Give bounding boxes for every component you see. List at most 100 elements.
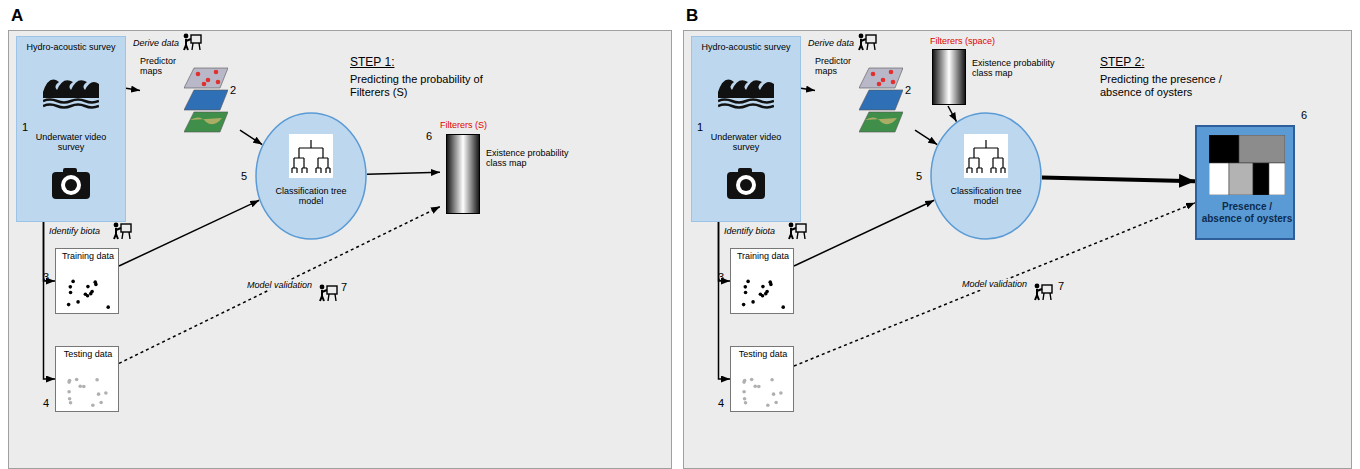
annotation: Predicting the presence / absence of oys… xyxy=(1100,73,1260,98)
flow-arrow xyxy=(915,130,937,144)
node-label: Classification tree model xyxy=(271,186,351,207)
map-dot xyxy=(889,70,894,75)
text-slot: Hydro-acoustic survey xyxy=(701,42,791,52)
probability-map: Filterers (S)Existence probability class… xyxy=(440,120,590,220)
model-ellipse: Classification tree model5 xyxy=(930,112,1042,240)
text-slot: 3 xyxy=(43,271,53,284)
sample-dot xyxy=(753,385,757,389)
text-slot: 5 xyxy=(916,170,926,183)
label-slot: 7 xyxy=(1058,280,1068,293)
map-dot xyxy=(196,72,201,77)
dots-art xyxy=(737,375,789,409)
sample-dot xyxy=(772,392,776,396)
sample-dot xyxy=(67,303,71,307)
sample-dot xyxy=(751,300,755,304)
sample-dot xyxy=(743,379,747,383)
person-icon xyxy=(114,223,131,239)
sample-dot xyxy=(86,285,90,289)
text-slot: Testing data xyxy=(733,349,793,359)
edge-label: Model validation xyxy=(245,280,314,290)
sample-dot xyxy=(99,401,103,405)
class-cell xyxy=(1269,163,1285,195)
sample-dot xyxy=(71,280,75,284)
sample-dot xyxy=(97,392,101,396)
survey-item: Hydro-acoustic survey xyxy=(16,40,126,120)
label-slot: Identify biota xyxy=(724,226,786,236)
text-slot: Presence / absence of oysters xyxy=(1201,201,1293,224)
flow-arrow xyxy=(44,220,56,379)
callout-number: 7 xyxy=(341,281,351,294)
sample-dot xyxy=(68,397,72,401)
output-box: Presence / absence of oysters6 xyxy=(1195,125,1295,240)
node-label: Training data xyxy=(58,251,118,261)
text-slot: Training data xyxy=(733,251,793,261)
node-label: Underwater video survey xyxy=(701,132,791,153)
sample-dot xyxy=(67,390,71,394)
tree-icon xyxy=(967,140,1005,173)
sample-dot xyxy=(746,280,750,284)
node-label: Predictor maps xyxy=(815,56,859,77)
step-heading: STEP 1: xyxy=(350,56,430,70)
annotation: Identify biota xyxy=(49,226,111,236)
maps-art xyxy=(184,60,228,136)
sample-dot xyxy=(76,300,80,304)
label-slot: STEP 2: xyxy=(1100,56,1180,70)
tree-frame xyxy=(964,134,1008,178)
sample-dot xyxy=(75,378,79,382)
sample-dot xyxy=(742,303,746,307)
map-dot xyxy=(871,72,876,77)
person-icon xyxy=(859,34,876,50)
node-label: Predictor maps xyxy=(140,56,184,77)
map-stack: Predictor maps 2 xyxy=(815,56,915,140)
label-slot: Derive data xyxy=(808,38,868,48)
sample-dot xyxy=(742,390,746,394)
node-label: Existence probability class map xyxy=(972,58,1072,79)
survey-box: 1Hydro-acoustic surveyUnderwater video s… xyxy=(691,36,801,222)
text-slot: Underwater video survey xyxy=(26,132,116,153)
text-slot: Testing data xyxy=(58,349,118,359)
tree-frame xyxy=(289,134,333,178)
validation-arrow xyxy=(119,207,440,364)
map-land xyxy=(190,117,222,124)
waves-art xyxy=(718,70,774,112)
camera-lens xyxy=(61,175,81,195)
text-slot: 2 xyxy=(905,84,917,97)
camera-art xyxy=(51,166,91,200)
grad-art xyxy=(932,49,966,105)
wave-line xyxy=(43,105,99,108)
dots-art xyxy=(737,277,789,311)
map-layer xyxy=(184,68,228,88)
label-slot: STEP 1: xyxy=(350,56,430,70)
callout-number: 4 xyxy=(718,397,728,410)
camera-body xyxy=(727,172,765,199)
callout-number: 3 xyxy=(43,271,53,284)
model-ellipse: Classification tree model5 xyxy=(255,112,367,240)
dots-art xyxy=(62,277,114,311)
text-slot: Hydro-acoustic survey xyxy=(26,42,116,52)
wave-shape xyxy=(43,80,99,98)
callout-number: 2 xyxy=(230,84,242,97)
camera-art xyxy=(726,166,766,200)
survey-box: 1Hydro-acoustic surveyUnderwater video s… xyxy=(16,36,126,222)
node-label: Filterers (space) xyxy=(930,36,1030,46)
data-box: Testing data4 xyxy=(55,346,119,412)
text-slot: 3 xyxy=(718,271,728,284)
sample-dot xyxy=(744,291,748,295)
data-box: Training data3 xyxy=(730,248,794,314)
probability-map: Filterers (space) Existence probability c… xyxy=(930,36,1080,106)
grad-art xyxy=(446,134,480,214)
maps-art xyxy=(859,60,903,136)
label-slot: Predicting the presence / absence of oys… xyxy=(1100,73,1260,98)
person-icon xyxy=(320,285,337,301)
text-slot: B xyxy=(686,6,726,26)
flow-arrow xyxy=(801,88,815,90)
text-slot: Underwater video survey xyxy=(701,132,791,153)
camera-body xyxy=(52,172,90,199)
node-label: Hydro-acoustic survey xyxy=(701,42,791,52)
annotation: Identify biota xyxy=(724,226,786,236)
wave-line xyxy=(43,100,99,103)
map-layer xyxy=(859,90,903,110)
callout-number: 4 xyxy=(43,397,53,410)
sample-dot xyxy=(94,283,98,287)
wave-line xyxy=(718,100,774,103)
